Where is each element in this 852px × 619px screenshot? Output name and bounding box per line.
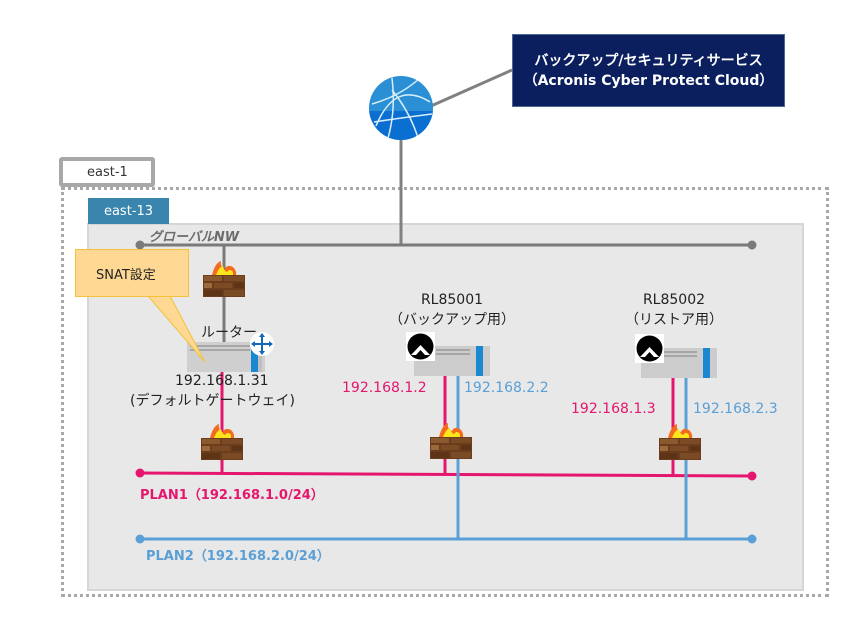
router-role: (デフォルトゲートウェイ) [130,393,295,409]
server2-role: （リストア用） [625,312,723,328]
global-network-endpoint-right [747,240,757,250]
firewall-global-icon [203,261,245,297]
snat-callout-label: SNAT設定 [96,267,156,283]
firewall-server1-icon [430,423,472,459]
internet-link-line [430,68,513,108]
router-icon [250,332,274,356]
plan2-endpoint-right [747,534,757,544]
region-boundary [61,187,829,597]
router-label: ルーター [201,325,257,341]
callout-pointer [146,295,206,363]
snat-callout: SNAT設定 [75,249,189,297]
plan1-endpoint-left [135,468,145,478]
server2-name: RL85002 [642,292,706,308]
server1-plan1-ip: 192.168.1.2 [342,380,427,396]
cloud-service-title: バックアップ/セキュリティサービス [534,52,763,69]
plan1-label: PLAN1（192.168.1.0/24） [140,488,324,503]
cloud-service-subtitle: （Acronis Cyber Protect Cloud） [523,72,774,89]
server2-plan1-ip: 192.168.1.3 [571,401,656,417]
plan1-line [139,471,753,478]
server1-plan2-ip: 192.168.2.2 [464,380,549,396]
server1-role: （バックアップ用） [389,312,515,328]
plan2-endpoint-left [135,534,145,544]
server1-os-icon [406,332,435,361]
firewall-router-plan1-icon [201,424,243,460]
global-network-endpoint-left [135,240,145,250]
server2-os-icon [635,334,664,363]
region-label: east-1 [59,157,155,187]
zone-label: east-13 [88,198,169,224]
server2-plan2-ip: 192.168.2.3 [693,401,778,417]
server1-name: RL85001 [420,292,484,308]
plan1-endpoint-right [747,471,757,481]
global-network-label: グローバルNW [149,230,240,245]
internet-globe-icon [369,76,433,140]
firewall-server2-icon [659,424,701,460]
router-ip: 192.168.1.31 [175,373,269,389]
plan2-label: PLAN2（192.168.2.0/24） [146,549,330,564]
cloud-service-box[interactable]: バックアップ/セキュリティサービス （Acronis Cyber Protect… [512,34,785,107]
